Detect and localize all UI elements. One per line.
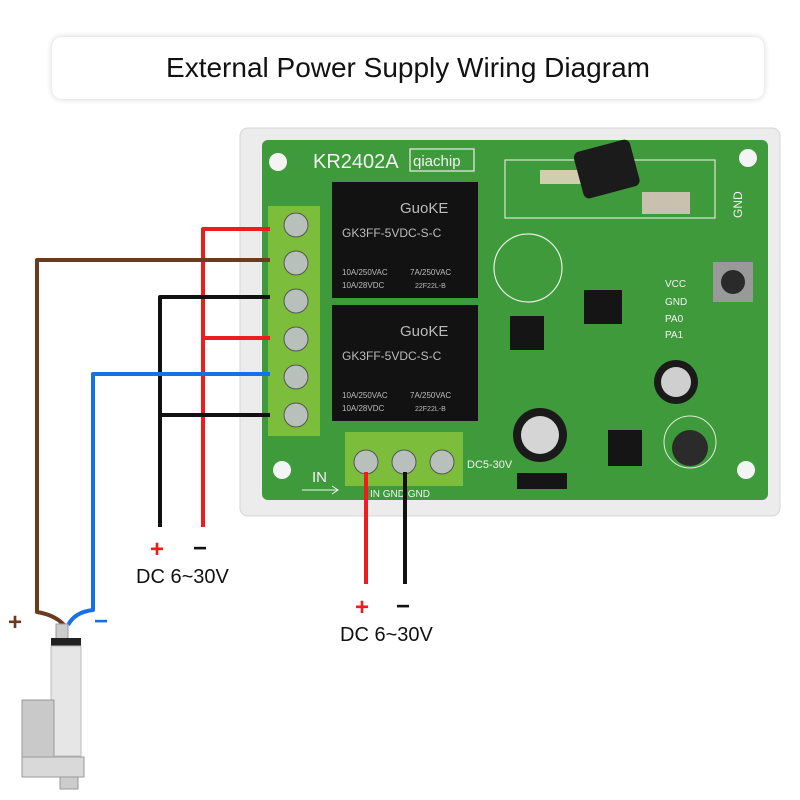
relay-2: GuoKE GK3FF-5VDC-S-C 10A/250VAC 7A/250VA… (332, 305, 478, 421)
motor-supply-voltage: DC 6~30V (136, 566, 229, 588)
svg-text:GND: GND (665, 297, 687, 308)
board-model: KR2402A (313, 151, 399, 173)
linear-actuator (21, 623, 85, 790)
actuator-minus: − (94, 608, 108, 635)
motor-supply-plus: + (150, 536, 164, 563)
chip (584, 290, 622, 324)
wire-blue (66, 372, 270, 627)
board-supply-plus: + (355, 594, 369, 621)
board-brand: qiachip (413, 153, 461, 170)
chip (608, 430, 642, 466)
board-supply-voltage: DC 6~30V (340, 624, 433, 646)
wire-black-1 (158, 295, 270, 527)
svg-text:GK3FF-5VDC-S-C: GK3FF-5VDC-S-C (342, 226, 442, 240)
svg-text:GuoKE: GuoKE (400, 200, 448, 217)
wire-red-1 (201, 227, 270, 527)
terminal-screw (283, 326, 309, 352)
input-voltage-label: DC5-30V (467, 459, 513, 471)
inductor (663, 415, 717, 469)
terminal-screw (353, 449, 379, 475)
antenna-gnd-label: GND (731, 191, 745, 218)
mount-hole (739, 149, 757, 167)
mount-hole (269, 153, 287, 171)
output-terminal-block (268, 206, 320, 436)
wire-brown (35, 258, 270, 627)
svg-text:VCC: VCC (665, 279, 686, 290)
terminal-screw (283, 402, 309, 428)
diagram-title: External Power Supply Wiring Diagram (52, 37, 764, 99)
input-pin-labels: IN GND GND (370, 489, 430, 500)
chip (510, 316, 544, 350)
svg-text:PA1: PA1 (665, 330, 684, 341)
actuator-plus: + (8, 609, 22, 636)
input-label: IN (312, 469, 327, 486)
motor-supply-minus: − (193, 535, 207, 562)
terminal-screw (391, 449, 417, 475)
svg-text:22F22L-B: 22F22L-B (415, 406, 446, 413)
relay-1: GuoKE GK3FF-5VDC-S-C 10A/250VAC 7A/250VA… (332, 182, 478, 298)
terminal-screw (429, 449, 455, 475)
svg-text:PA0: PA0 (665, 314, 684, 325)
svg-text:22F22L-B: 22F22L-B (415, 283, 446, 290)
svg-text:10A/28VDC: 10A/28VDC (342, 404, 384, 413)
antenna-coil (573, 139, 640, 199)
mount-hole (737, 461, 755, 479)
terminal-screw (283, 288, 309, 314)
svg-text:GuoKE: GuoKE (400, 323, 448, 340)
svg-text:GK3FF-5VDC-S-C: GK3FF-5VDC-S-C (342, 349, 442, 363)
terminal-screw (283, 250, 309, 276)
svg-text:7A/250VAC: 7A/250VAC (410, 391, 451, 400)
mount-hole (273, 461, 291, 479)
terminal-screw (283, 364, 309, 390)
svg-text:10A/28VDC: 10A/28VDC (342, 281, 384, 290)
terminal-screw (283, 212, 309, 238)
svg-text:10A/250VAC: 10A/250VAC (342, 391, 388, 400)
terminal-screws (283, 212, 309, 428)
buzzer (493, 233, 563, 303)
board-supply-minus: − (396, 593, 410, 620)
diode (517, 473, 567, 489)
svg-text:7A/250VAC: 7A/250VAC (410, 268, 451, 277)
svg-text:10A/250VAC: 10A/250VAC (342, 268, 388, 277)
